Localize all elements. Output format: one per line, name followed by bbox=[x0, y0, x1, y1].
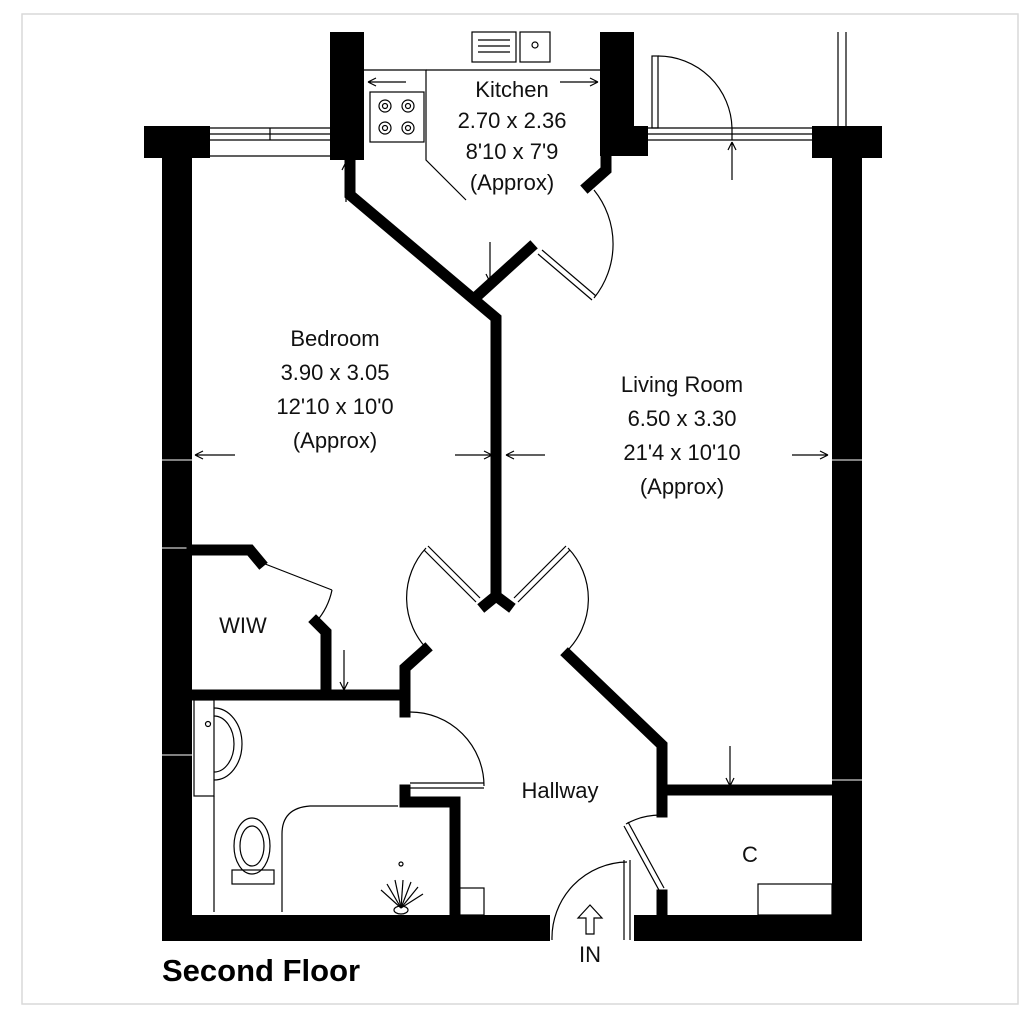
kitchen-name: Kitchen bbox=[475, 77, 548, 102]
page-frame bbox=[21, 13, 1019, 1005]
living-metric: 6.50 x 3.30 bbox=[628, 406, 737, 431]
kitchen-note: (Approx) bbox=[470, 170, 554, 195]
windows bbox=[162, 32, 862, 781]
bedroom-label: Bedroom 3.90 x 3.05 12'10 x 10'0 (Approx… bbox=[276, 326, 393, 453]
kitchen-label: Kitchen 2.70 x 2.36 8'10 x 7'9 (Approx) bbox=[458, 77, 567, 195]
shower-icon bbox=[281, 805, 424, 915]
internal-walls bbox=[186, 144, 838, 921]
living-note: (Approx) bbox=[640, 474, 724, 499]
bedroom-metric: 3.90 x 3.05 bbox=[281, 360, 390, 385]
entrance-label: IN bbox=[579, 942, 601, 967]
entrance-arrow-icon bbox=[576, 904, 604, 935]
bedroom-name: Bedroom bbox=[290, 326, 379, 351]
wiw-label: WIW bbox=[219, 613, 267, 638]
outer-walls bbox=[144, 32, 882, 941]
doors bbox=[259, 55, 733, 941]
hallway-label: Hallway bbox=[521, 778, 598, 803]
bedroom-imperial: 12'10 x 10'0 bbox=[276, 394, 393, 419]
living-room-label: Living Room 6.50 x 3.30 21'4 x 10'10 (Ap… bbox=[621, 372, 743, 499]
kitchen-metric: 2.70 x 2.36 bbox=[458, 108, 567, 133]
living-name: Living Room bbox=[621, 372, 743, 397]
basin-icon bbox=[193, 699, 243, 912]
bedroom-note: (Approx) bbox=[293, 428, 377, 453]
kitchen-imperial: 8'10 x 7'9 bbox=[466, 139, 559, 164]
hob-icon bbox=[369, 91, 425, 143]
living-imperial: 21'4 x 10'10 bbox=[623, 440, 740, 465]
sink-icon bbox=[364, 31, 600, 201]
toilet-icon bbox=[231, 817, 275, 885]
cupboard-label: C bbox=[742, 842, 758, 867]
hallway-unit bbox=[457, 887, 485, 916]
cupboard-unit bbox=[757, 883, 833, 916]
floor-title: Second Floor bbox=[162, 953, 360, 988]
measurement-arrows bbox=[194, 77, 829, 787]
